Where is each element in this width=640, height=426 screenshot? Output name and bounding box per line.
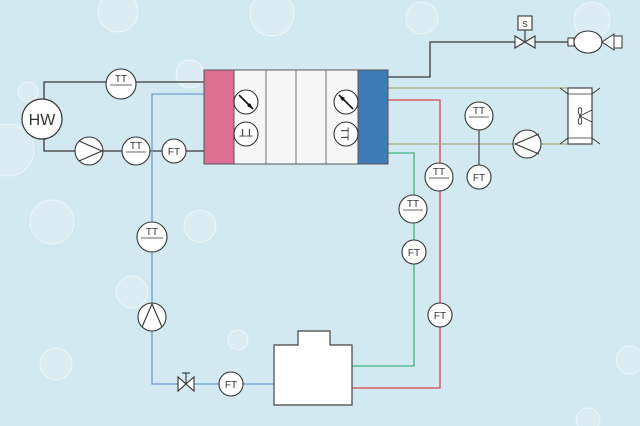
svg-text:TT: TT	[239, 126, 253, 138]
flow-transmitter-fan-coil[interactable]: FT	[466, 164, 492, 190]
pump-triangle-icon[interactable]	[512, 129, 542, 159]
temp-transmitter-fan-coil[interactable]: TT	[464, 101, 494, 131]
svg-text:FT: FT	[408, 248, 420, 259]
bowtie-valve-icon[interactable]	[177, 372, 195, 393]
hw-return-line	[43, 138, 204, 152]
temp-transmitter-blue-loop[interactable]: TT	[136, 221, 168, 253]
red-line	[352, 99, 441, 389]
svg-text:TT: TT	[407, 199, 419, 210]
flow-transmitter-green-line[interactable]: FT	[401, 239, 427, 265]
svg-text:TT: TT	[473, 106, 485, 117]
motor-icon[interactable]	[567, 30, 623, 54]
svg-text:TT: TT	[338, 127, 350, 141]
svg-text:FT: FT	[434, 311, 446, 322]
fan-icon	[577, 107, 593, 125]
svg-text:TT: TT	[433, 167, 445, 178]
flow-transmitter-blue-loop[interactable]: FT	[218, 371, 244, 397]
temp-transmitter-red-line[interactable]: TT	[424, 162, 454, 192]
flow-transmitter-red-line[interactable]: FT	[427, 302, 453, 328]
heat-source-label: HW	[29, 112, 57, 129]
svg-text:FT: FT	[225, 380, 237, 391]
solenoid-label: S	[522, 20, 527, 29]
pump-triangle-icon[interactable]	[74, 136, 104, 166]
motor-line	[388, 41, 568, 78]
hw-supply-line	[43, 81, 204, 100]
temp-transmitter-hw-supply[interactable]: TT	[105, 68, 137, 100]
gauge-needle-icon	[233, 89, 259, 115]
exchanger-temp-sensor-left: TT	[233, 121, 259, 147]
hot-water-source[interactable]: HW	[21, 98, 63, 140]
solenoid-valve[interactable]: S	[514, 15, 536, 49]
exchanger-cold-section	[357, 69, 389, 165]
svg-text:FT: FT	[473, 173, 485, 184]
fan-coil-unit[interactable]	[559, 87, 601, 145]
temp-transmitter-hw-return[interactable]: TT	[121, 136, 151, 166]
svg-text:TT: TT	[146, 227, 158, 238]
svg-text:FT: FT	[168, 147, 180, 158]
svg-text:TT: TT	[130, 141, 142, 152]
temp-transmitter-green-line[interactable]: TT	[398, 194, 428, 224]
exchanger-temp-sensor-right: TT	[333, 121, 359, 147]
flow-transmitter-hw-return[interactable]: FT	[161, 138, 187, 164]
gauge-needle-icon	[333, 89, 359, 115]
exchanger-hot-section	[203, 69, 235, 165]
tank-icon[interactable]	[273, 330, 353, 406]
plate-heat-exchanger	[203, 69, 389, 165]
svg-text:TT: TT	[115, 74, 127, 85]
pump-triangle-icon[interactable]	[137, 302, 167, 332]
